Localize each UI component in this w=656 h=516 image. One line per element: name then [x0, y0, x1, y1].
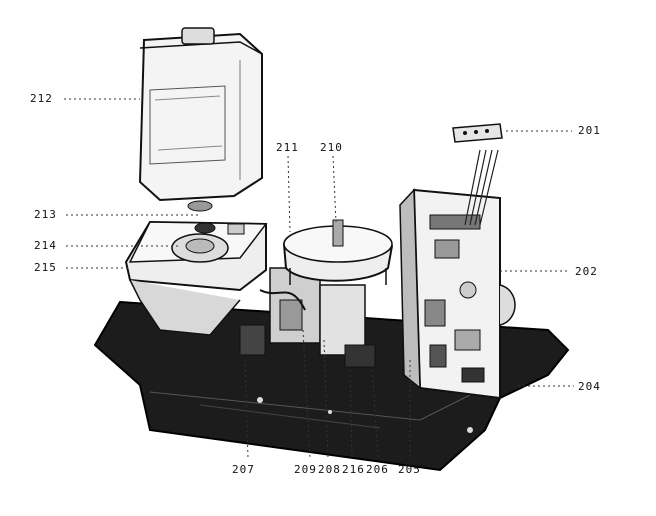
leader-lines: [64, 98, 574, 459]
callout-207: 207: [232, 463, 255, 476]
pump-assembly: [239, 267, 376, 368]
callout-205: 205: [398, 463, 421, 476]
callout-213: 213: [34, 208, 57, 221]
callout-201: 201: [578, 124, 601, 137]
callout-212: 212: [30, 92, 53, 105]
callout-206: 206: [366, 463, 389, 476]
tank-reservoir: [124, 220, 268, 336]
bowl: [282, 219, 394, 285]
callout-202: 202: [575, 265, 598, 278]
callout-204: 204: [578, 380, 601, 393]
connector-plug: [452, 123, 503, 143]
callout-215: 215: [34, 261, 57, 274]
callout-211: 211: [276, 141, 299, 154]
callout-210: 210: [320, 141, 343, 154]
circuit-board: [399, 149, 516, 400]
callout-208: 208: [318, 463, 341, 476]
water-tank: [138, 27, 263, 212]
callout-209: 209: [294, 463, 317, 476]
callout-216: 216: [342, 463, 365, 476]
callout-214: 214: [34, 239, 57, 252]
